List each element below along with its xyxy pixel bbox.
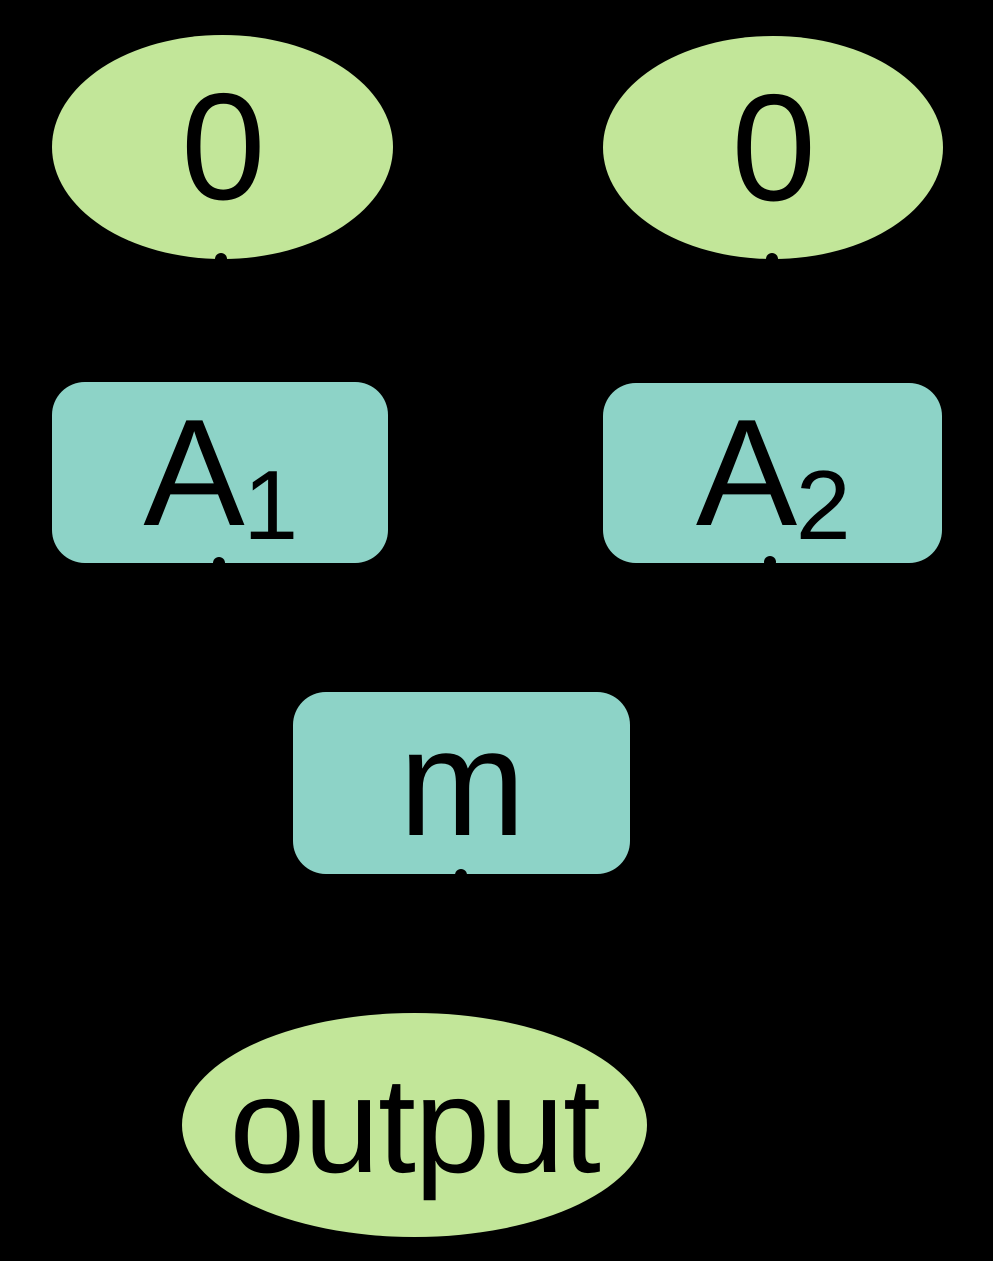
node-output: output [182, 1013, 647, 1237]
edge-stub-zero-right [766, 253, 778, 265]
node-a2-label-base: A [695, 388, 797, 558]
node-a1: A1 [52, 382, 388, 563]
edge-stub-m [455, 869, 467, 881]
node-m: m [293, 692, 630, 874]
edge-stub-zero-left [215, 253, 227, 265]
node-zero-right-label: 0 [731, 62, 816, 233]
node-a2-label-subscript: 2 [795, 449, 851, 560]
edge-stub-a2 [764, 556, 776, 568]
node-zero-right: 0 [603, 36, 943, 259]
node-a2-label: A2 [696, 397, 851, 554]
node-a1-label: A1 [143, 397, 298, 554]
node-a2: A2 [603, 383, 942, 563]
node-m-label: m [398, 698, 526, 868]
edge-stub-a1 [213, 557, 225, 569]
node-output-label: output [229, 1049, 601, 1201]
node-a1-label-subscript: 1 [243, 449, 298, 560]
node-a1-label-base: A [143, 387, 244, 558]
node-zero-left: 0 [52, 35, 393, 259]
node-zero-left-label: 0 [180, 62, 266, 232]
